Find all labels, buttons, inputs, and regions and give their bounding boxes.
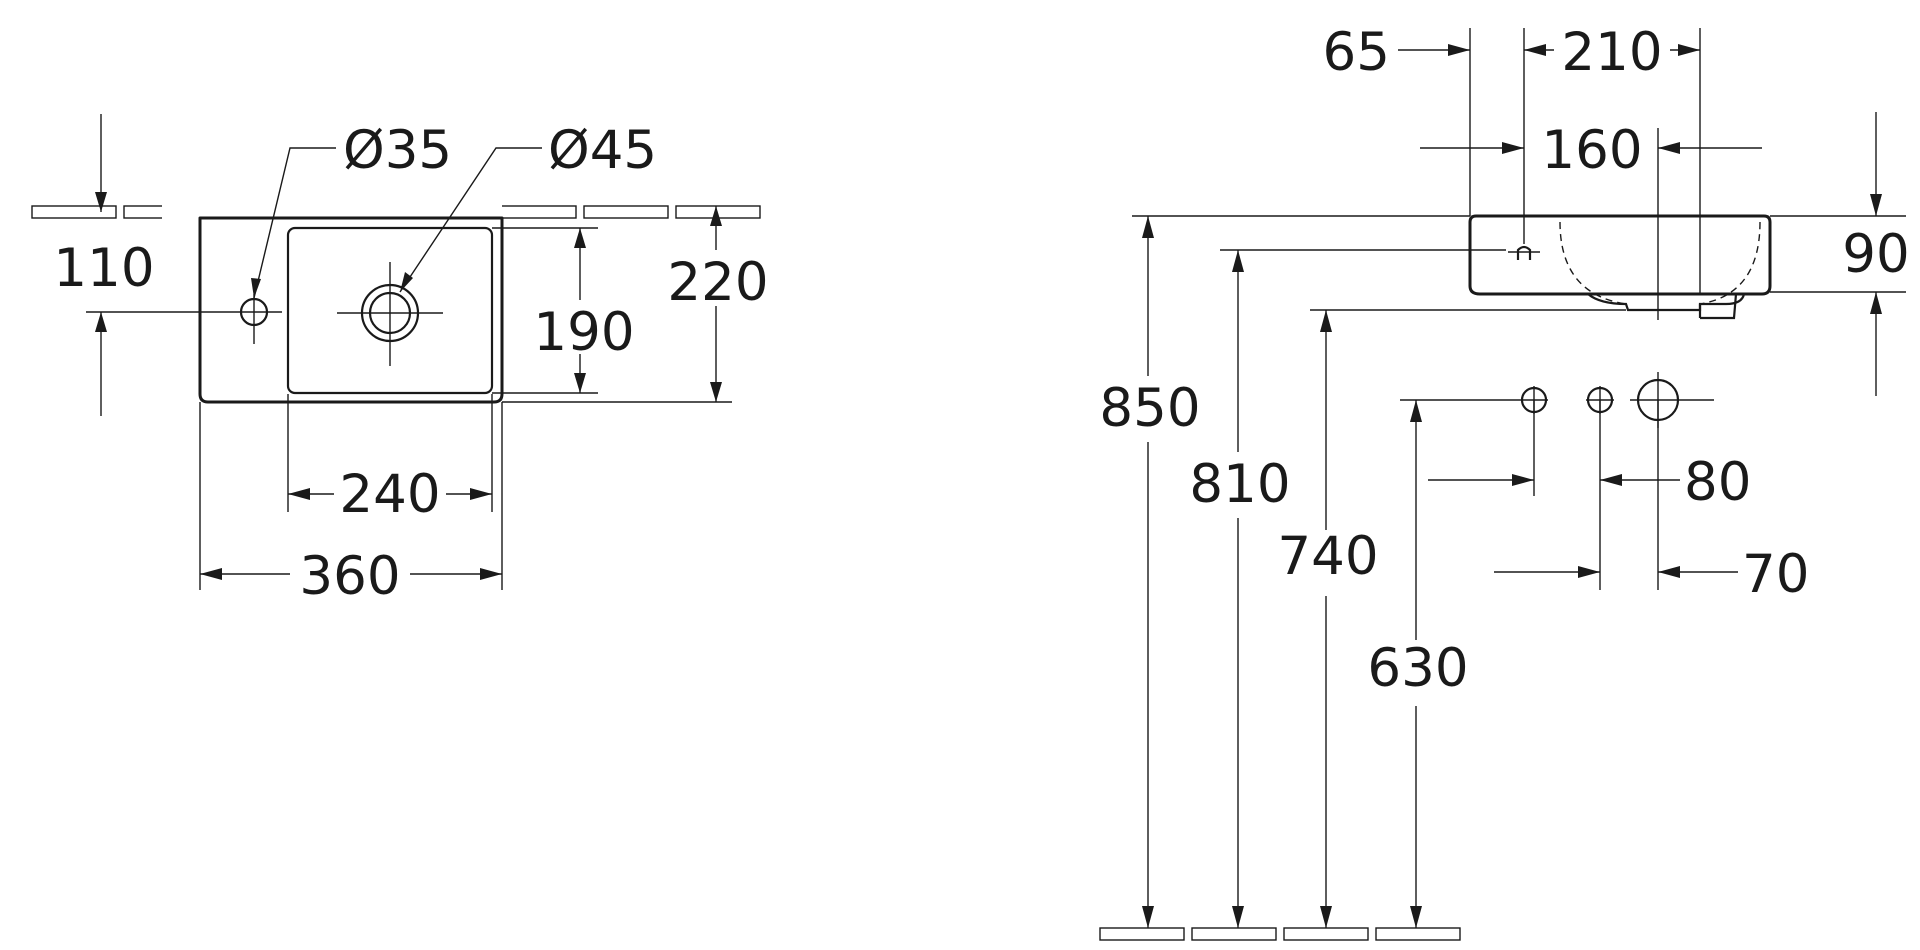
dim-850: 850	[1099, 378, 1200, 439]
floor-tiles	[1099, 927, 1461, 941]
drain-hole	[337, 262, 443, 366]
dim-diameter-45: Ø45	[548, 120, 657, 181]
dim-190: 190	[533, 302, 634, 363]
dim-65: 65	[1323, 22, 1390, 83]
dimension-810: 810	[1189, 250, 1291, 928]
dimension-190: 190	[492, 227, 635, 394]
dimension-90: 90	[1770, 112, 1910, 396]
dimension-80: 80	[1428, 400, 1751, 590]
dimension-70: 70	[1494, 400, 1809, 605]
dimension-360: 360	[199, 402, 503, 607]
basin-bowl	[286, 226, 494, 395]
dim-740: 740	[1277, 526, 1378, 587]
dimension-110: 110	[53, 114, 155, 416]
dimension-65: 65	[1323, 22, 1471, 216]
dimension-630: 630	[1367, 400, 1469, 928]
leader-diameter-35: Ø35	[251, 120, 452, 299]
dim-diameter-35: Ø35	[343, 120, 452, 181]
side-view: 65 210 160 90	[1099, 22, 1910, 941]
dimension-210: 210	[1523, 22, 1701, 294]
dim-630: 630	[1367, 638, 1468, 699]
basin-profile	[1468, 214, 1772, 320]
wall-outlets	[1520, 372, 1714, 428]
dimension-740: 740	[1277, 310, 1379, 928]
dim-80: 80	[1684, 452, 1751, 513]
dim-810: 810	[1189, 454, 1290, 515]
tap-hole	[86, 294, 282, 344]
dim-360: 360	[299, 546, 400, 607]
leader-diameter-45: Ø45	[399, 120, 657, 293]
basin-outline	[198, 216, 504, 404]
dim-240: 240	[339, 464, 440, 525]
dimension-850: 850	[1099, 216, 1201, 928]
top-view: Ø35 Ø45 110 190	[31, 114, 769, 607]
dim-70: 70	[1742, 544, 1809, 605]
dimension-240: 240	[287, 394, 493, 525]
dim-220: 220	[667, 252, 768, 313]
dim-90: 90	[1842, 224, 1909, 285]
dim-210: 210	[1561, 22, 1662, 83]
dim-110: 110	[53, 238, 154, 299]
dimension-160: 160	[1420, 120, 1762, 320]
dim-160: 160	[1541, 120, 1642, 181]
dimension-220: 220	[502, 206, 769, 403]
